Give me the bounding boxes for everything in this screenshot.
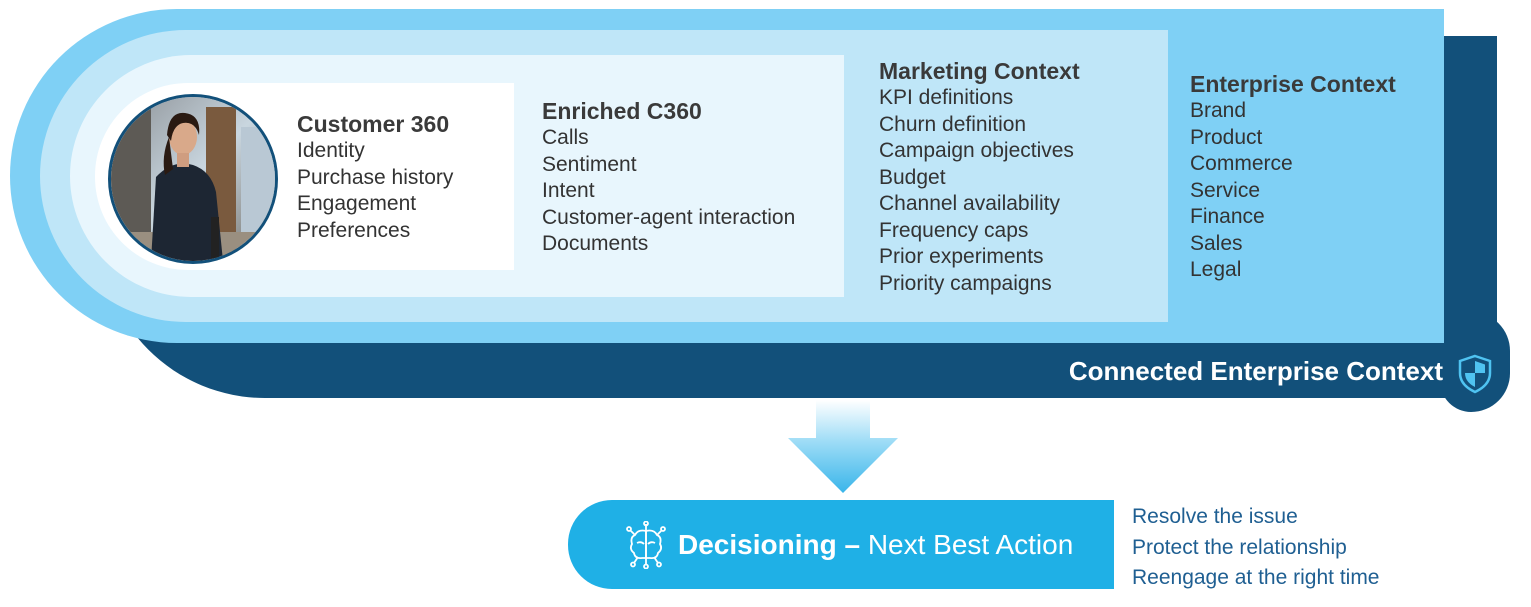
enriched-c360-list: Calls Sentiment Intent Customer-agent in…	[542, 125, 795, 258]
list-item: Priority campaigns	[879, 271, 1052, 295]
customer-360-title: Customer 360	[297, 111, 450, 137]
down-arrow-icon	[788, 400, 898, 495]
list-item: Preferences	[297, 218, 411, 242]
list-item: Frequency caps	[879, 218, 1029, 242]
list-item: Budget	[879, 165, 946, 189]
customer-360-list: Identity Purchase history Engagement Pre…	[297, 138, 453, 244]
list-item: Calls	[542, 126, 589, 149]
list-item: Customer-agent interaction	[542, 205, 796, 229]
list-item: Sentiment	[542, 152, 637, 176]
customer-360-block: Customer 360 Identity Purchase history E…	[297, 111, 453, 244]
enterprise-context-title: Enterprise Context	[1190, 71, 1396, 97]
enterprise-context-list: Brand Product Commerce Service Finance S…	[1190, 98, 1396, 284]
decisioning-label-rest: Next Best Action	[860, 529, 1074, 560]
list-item: Sales	[1190, 231, 1243, 255]
list-item: Brand	[1190, 99, 1247, 122]
outcomes-list: Resolve the issue Protect the relationsh…	[1132, 502, 1380, 594]
list-item: Resolve the issue	[1132, 505, 1298, 528]
list-item: Purchase history	[297, 165, 454, 189]
marketing-context-list: KPI definitions Churn definition Campaig…	[879, 85, 1080, 297]
decisioning-label-bold: Decisioning –	[678, 529, 861, 560]
connected-enterprise-context-label: Connected Enterprise Context	[1068, 356, 1443, 386]
shield-icon	[1457, 354, 1493, 394]
list-item: Channel availability	[879, 192, 1060, 215]
customer-portrait	[108, 94, 278, 264]
marketing-context-block: Marketing Context KPI definitions Churn …	[879, 58, 1080, 297]
list-item: Identity	[297, 139, 365, 162]
list-item: Churn definition	[879, 112, 1027, 136]
list-item: Prior experiments	[879, 245, 1044, 268]
list-item: Campaign objectives	[879, 139, 1074, 162]
list-item: Documents	[542, 232, 649, 255]
decisioning-label: Decisioning – Next Best Action	[678, 529, 1073, 561]
decisioning-pill	[568, 500, 1114, 589]
enterprise-context-block: Enterprise Context Brand Product Commerc…	[1190, 71, 1396, 284]
list-item: Commerce	[1190, 152, 1293, 175]
list-item: KPI definitions	[879, 86, 1014, 109]
list-item: Engagement	[297, 192, 417, 215]
list-item: Service	[1190, 178, 1261, 202]
brain-circuit-icon	[626, 520, 666, 570]
list-item: Product	[1190, 125, 1263, 149]
list-item: Finance	[1190, 205, 1265, 228]
enriched-c360-block: Enriched C360 Calls Sentiment Intent Cus…	[542, 98, 795, 258]
enriched-c360-title: Enriched C360	[542, 98, 702, 124]
list-item: Protect the relationship	[1132, 535, 1347, 559]
customer-photo-icon	[111, 97, 275, 261]
marketing-context-title: Marketing Context	[879, 58, 1080, 84]
list-item: Intent	[542, 179, 595, 202]
list-item: Legal	[1190, 258, 1242, 281]
list-item: Reengage at the right time	[1132, 566, 1380, 589]
